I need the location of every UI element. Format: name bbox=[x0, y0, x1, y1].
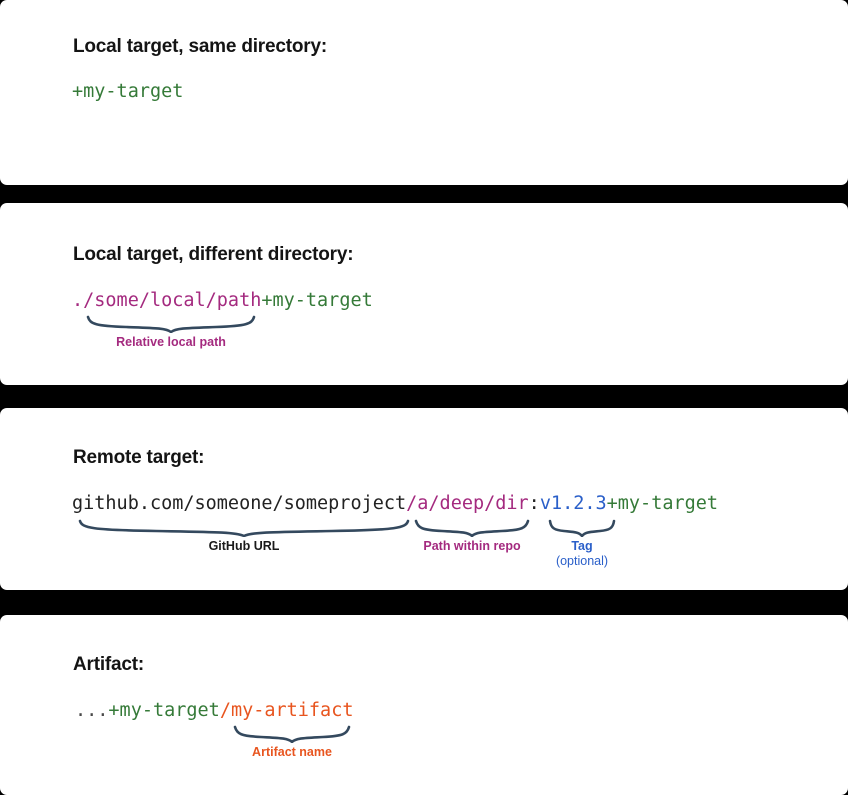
curly-brace-icon bbox=[78, 519, 410, 538]
panel-local-same-directory: Local target, same directory: +my-target bbox=[0, 0, 848, 185]
code-segment-ellipsis: ... bbox=[75, 700, 109, 721]
code-segment-relative-path: ./some/local/path bbox=[72, 290, 262, 311]
code-segment-target: +my-target bbox=[261, 290, 373, 311]
annotation-github-url: GitHub URL bbox=[78, 519, 410, 554]
code-example: ...+my-target/my-artifact bbox=[75, 700, 353, 721]
annotation-artifact-name: Artifact name bbox=[233, 725, 351, 760]
code-segment-artifact-name: /my-artifact bbox=[219, 700, 354, 721]
curly-brace-icon bbox=[233, 725, 351, 744]
annotation-relative-local-path: Relative local path bbox=[86, 315, 256, 350]
code-example: ./some/local/path+my-target bbox=[72, 290, 373, 311]
annotation-label: Tag bbox=[571, 539, 593, 553]
code-segment-repo-path: /a/deep/dir bbox=[406, 493, 529, 514]
code-segment-tag: v1.2.3 bbox=[539, 493, 607, 514]
panel-heading: Remote target: bbox=[73, 447, 205, 468]
curly-brace-icon bbox=[548, 519, 616, 539]
code-example: github.com/someone/someproject/a/deep/di… bbox=[72, 493, 718, 514]
panel-artifact: Artifact: ...+my-target/my-artifact Arti… bbox=[0, 615, 848, 795]
panel-heading: Artifact: bbox=[73, 654, 145, 675]
annotation-label: GitHub URL bbox=[208, 539, 280, 553]
code-segment-target: +my-target bbox=[606, 493, 719, 514]
code-segment-target: +my-target bbox=[108, 700, 220, 721]
code-segment-separator: : bbox=[528, 493, 540, 514]
code-example: +my-target bbox=[72, 81, 183, 102]
panel-remote-target: Remote target: github.com/someone/somepr… bbox=[0, 408, 848, 590]
annotation-label: Path within repo bbox=[423, 539, 521, 553]
panel-heading: Local target, same directory: bbox=[73, 36, 327, 57]
annotation-label: Artifact name bbox=[252, 745, 332, 759]
annotation-label: Relative local path bbox=[116, 335, 226, 349]
code-segment-github-url: github.com/someone/someproject bbox=[72, 493, 407, 514]
curly-brace-icon bbox=[86, 315, 256, 334]
annotation-path-within-repo: Path within repo bbox=[414, 519, 530, 554]
panel-heading: Local target, different directory: bbox=[73, 244, 354, 265]
code-segment-target: +my-target bbox=[72, 81, 184, 102]
panel-local-different-directory: Local target, different directory: ./som… bbox=[0, 203, 848, 385]
curly-brace-icon bbox=[414, 519, 530, 538]
annotation-sublabel: (optional) bbox=[555, 554, 609, 568]
annotation-tag: Tag (optional) bbox=[548, 519, 616, 569]
